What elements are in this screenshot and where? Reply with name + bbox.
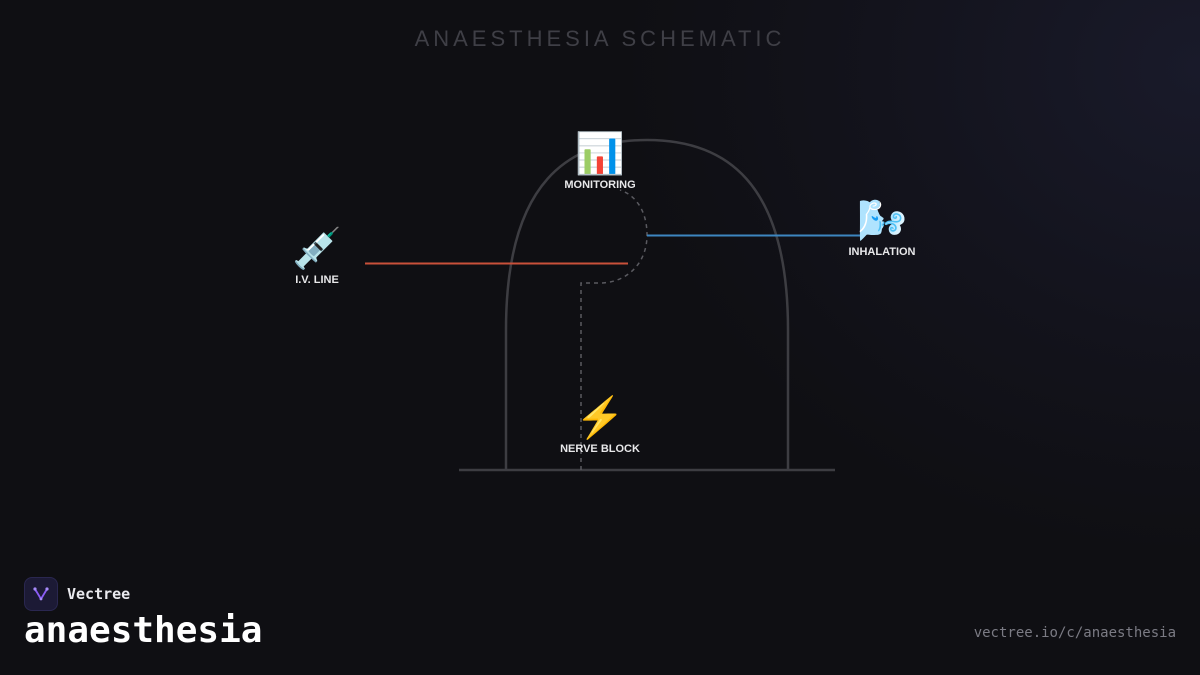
body-outline bbox=[504, 138, 790, 470]
node-label: MONITORING bbox=[564, 179, 636, 191]
node-label: NERVE BLOCK bbox=[560, 443, 640, 455]
node-nerve-block[interactable]: ⚡ NERVE BLOCK bbox=[540, 395, 660, 455]
brand-name: Vectree bbox=[67, 585, 131, 603]
node-monitoring[interactable]: 📊 MONITORING bbox=[540, 131, 660, 191]
dashed-pathway bbox=[580, 189, 648, 470]
lightning-icon: ⚡ bbox=[575, 396, 625, 440]
node-inhalation[interactable]: 🌬️ INHALATION bbox=[822, 198, 942, 258]
node-label: INHALATION bbox=[848, 246, 916, 258]
node-label: I.V. LINE bbox=[295, 274, 339, 286]
diagram-title: ANAESTHESIA SCHEMATIC bbox=[414, 26, 786, 51]
syringe-icon: 💉 bbox=[292, 227, 342, 271]
bar-chart-icon: 📊 bbox=[575, 132, 625, 176]
page-url-link[interactable]: vectree.io/c/anaesthesia bbox=[973, 625, 1176, 641]
wind-face-icon: 🌬️ bbox=[857, 199, 907, 243]
page-name: anaesthesia bbox=[24, 610, 263, 651]
node-iv-line[interactable]: 💉 I.V. LINE bbox=[257, 226, 377, 286]
brand[interactable]: Vectree bbox=[24, 577, 130, 611]
vectree-logo-icon bbox=[24, 577, 58, 611]
